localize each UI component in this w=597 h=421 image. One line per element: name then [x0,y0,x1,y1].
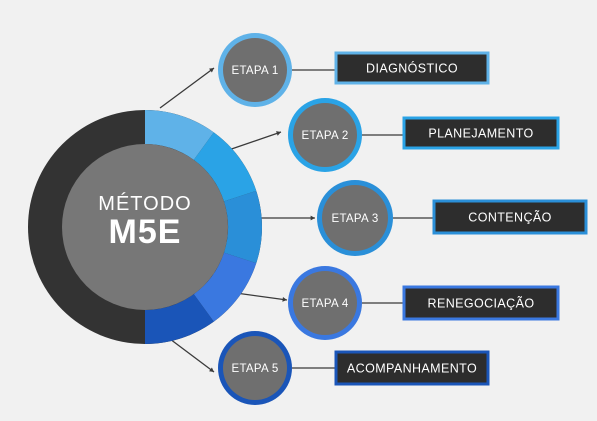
connector-arrow-5 [209,367,214,372]
ring-segment-1 [145,110,214,160]
ring-segments [145,110,262,344]
ring-segment-4 [193,252,257,322]
step-box-1 [334,51,490,85]
step-name-3: CONTENÇÃO [468,211,551,225]
center-title-line1: MÉTODO [98,192,191,215]
connector-ring-to-step-1 [159,67,215,109]
center-disc [62,144,228,310]
ring-segment-5 [145,294,214,344]
step-label-5: ETAPA 5 [231,363,278,375]
step-label-3: ETAPA 3 [331,213,378,225]
step-name-1: DIAGNÓSTICO [366,61,458,76]
ring-segment-2 [193,132,257,202]
step-label-4: ETAPA 4 [301,298,348,310]
step-circle-3 [322,185,388,251]
step-box-2 [402,116,560,150]
main-ring: MÉTODO M5E [28,110,262,344]
step-name-4: RENEGOCIAÇÃO [428,297,535,311]
connector-arrow-3 [310,215,315,221]
connector-arrow-2 [276,131,281,136]
center-title-line2: M5E [109,213,182,251]
connector-arrow-1 [209,68,214,73]
step-name-2: PLANEJAMENTO [428,127,533,141]
ring-segment-3 [223,190,262,264]
step-label-2: ETAPA 2 [301,130,348,142]
step-circle-5 [223,336,287,400]
step-box-4 [402,285,560,321]
step-label-1: ETAPA 1 [231,65,278,77]
step-box-3 [432,199,588,235]
steps-layer: ETAPA 1 DIAGNÓSTICO ETAPA 2 PLANEJAMENTO ETA… [218,33,588,405]
step-circle-1 [223,38,287,102]
step-circle-4 [293,271,357,335]
step-box-5 [334,350,490,386]
step-circle-2 [293,103,357,167]
connector-arrow-4 [282,297,287,302]
step-name-5: ACOMPANHAMENTO [347,362,477,376]
